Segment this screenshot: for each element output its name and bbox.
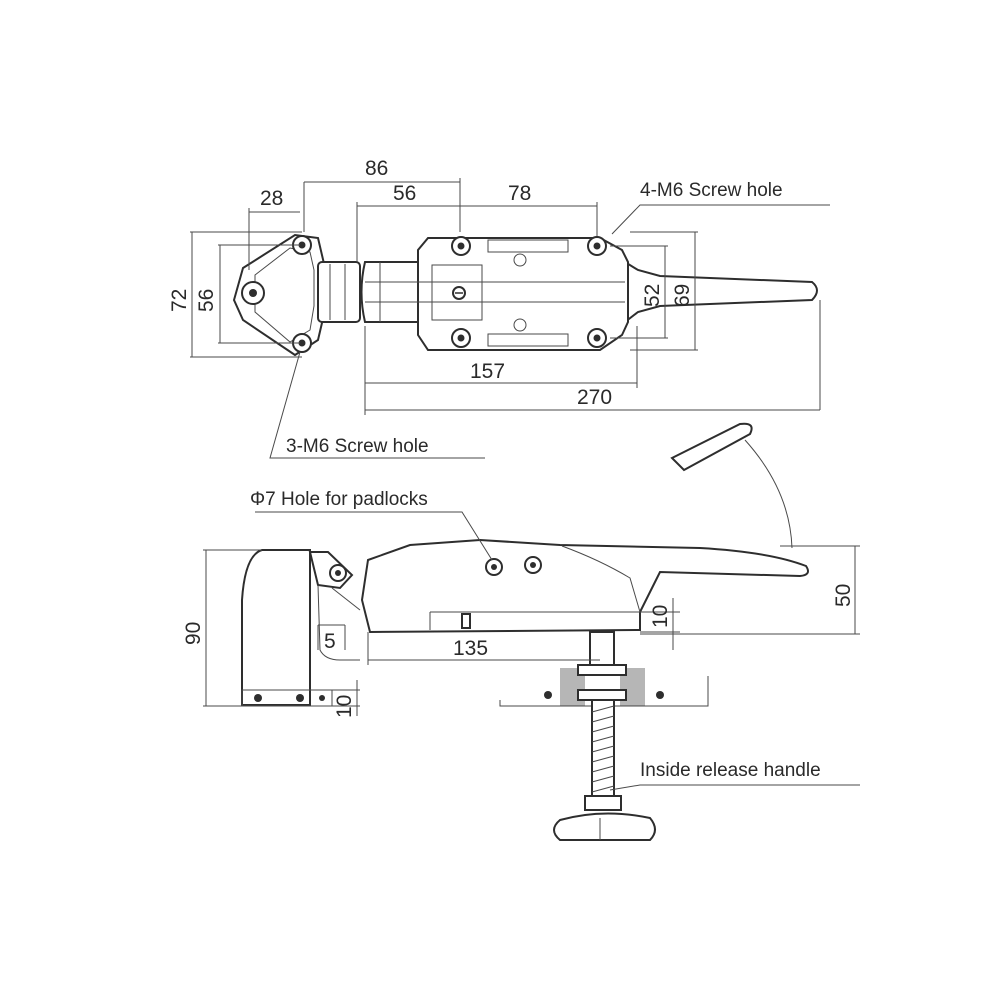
callout-3-m6-screw-hole: 3-M6 Screw hole bbox=[286, 436, 429, 457]
callout-padlock-hole: Φ7 Hole for padlocks bbox=[250, 489, 428, 510]
dim-78: 78 bbox=[508, 182, 531, 205]
top-dimension-lines bbox=[190, 178, 830, 459]
dim-56-side: 56 bbox=[195, 289, 218, 312]
latch-side-body bbox=[360, 538, 809, 634]
dim-72: 72 bbox=[168, 289, 191, 312]
dim-270: 270 bbox=[577, 386, 612, 409]
dim-86: 86 bbox=[365, 157, 388, 180]
dim-157: 157 bbox=[470, 360, 505, 383]
dim-10-right: 10 bbox=[649, 605, 672, 628]
inside-release-handle bbox=[499, 631, 709, 841]
dim-50: 50 bbox=[832, 584, 855, 607]
callout-inside-release-handle: Inside release handle bbox=[640, 760, 821, 781]
callout-4-m6-screw-hole: 4-M6 Screw hole bbox=[640, 180, 783, 201]
dim-135: 135 bbox=[453, 637, 488, 660]
dim-52: 52 bbox=[641, 284, 664, 307]
latch-body bbox=[360, 236, 818, 351]
dim-28: 28 bbox=[260, 187, 283, 210]
top-view: 86 28 56 78 72 56 52 69 157 270 4-M6 Scr… bbox=[168, 157, 830, 459]
strike-plate bbox=[232, 233, 361, 357]
dim-56-top: 56 bbox=[393, 182, 416, 205]
handle-open-position bbox=[670, 422, 793, 549]
strike-block bbox=[241, 549, 361, 707]
dim-90: 90 bbox=[182, 622, 205, 645]
side-view: 90 10 5 135 10 50 Φ7 Hole for padlocks I… bbox=[182, 422, 860, 841]
dim-69: 69 bbox=[671, 284, 694, 307]
dim-5: 5 bbox=[324, 630, 336, 653]
dim-10-left: 10 bbox=[333, 695, 356, 718]
side-dimension-lines bbox=[203, 511, 860, 791]
